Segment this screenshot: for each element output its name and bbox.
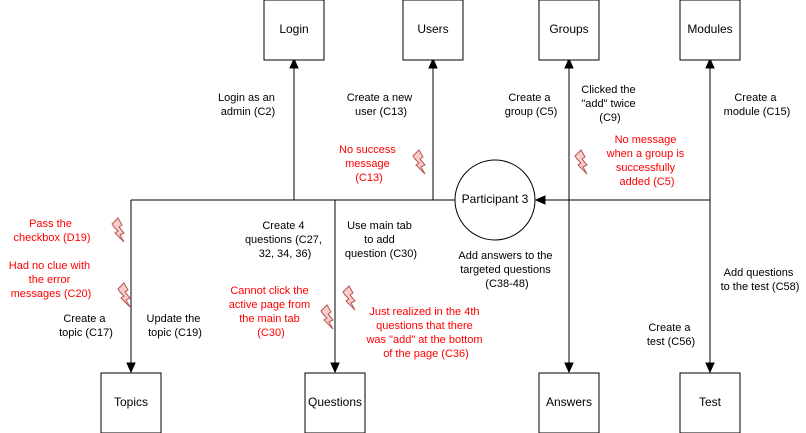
arrow-login: [289, 57, 299, 69]
edges: [130, 66, 711, 365]
issue-users: No success message (C13): [339, 144, 399, 184]
arrow-groups: [564, 57, 574, 69]
node-groups-box: [538, 0, 600, 61]
issue-labels: No success message (C13) No message when…: [9, 134, 688, 360]
node-groups-label: Groups: [549, 22, 588, 36]
node-participant-label: Participant 3: [462, 192, 529, 206]
action-modules: Create a module (C15): [724, 92, 791, 118]
arrow-modules: [705, 57, 715, 69]
node-modules-box: [679, 0, 741, 61]
lightning-icon: [574, 149, 588, 175]
action-topic-update: Update the topic (C19): [147, 313, 204, 339]
node-users-box: [402, 0, 464, 61]
arrowheads: [126, 57, 715, 374]
node-questions-box: [304, 372, 366, 433]
action-labels: Login as an admin (C2) Create a new user…: [59, 84, 799, 348]
issue-markers: [111, 149, 588, 330]
action-groups: Create a group (C5): [505, 92, 558, 118]
node-questions-label: Questions: [308, 395, 362, 409]
arrow-answers: [564, 362, 574, 374]
arrow-test: [705, 362, 715, 374]
issue-questions-active: Cannot click the active page from the ma…: [229, 285, 313, 339]
action-questions-create: Create 4 questions (C27, 32, 34, 36): [245, 220, 325, 260]
action-questions-tab: Use main tab to add question (C30): [345, 220, 417, 260]
lightning-icon: [342, 285, 356, 311]
node-modules-label: Modules: [687, 22, 732, 36]
action-login: Login as an admin (C2): [218, 92, 278, 118]
lightning-icon: [412, 149, 426, 175]
arrow-questions: [330, 362, 340, 374]
action-users: Create a new user (C13): [347, 92, 416, 118]
arrow-topics: [126, 362, 136, 374]
node-login-label: Login: [279, 22, 308, 36]
node-answers-label: Answers: [546, 395, 592, 409]
node-topics-label: Topics: [114, 395, 148, 409]
node-users-label: Users: [417, 22, 448, 36]
node-participant-circle: [454, 159, 536, 241]
lightning-icon: [117, 282, 131, 308]
arrow-participant: [534, 195, 546, 205]
lightning-icon: [320, 304, 334, 330]
issue-topics-checkbox: Pass the checkbox (D19): [13, 218, 90, 244]
action-test-questions: Add questions to the test (C58): [721, 267, 800, 293]
action-answers: Add answers to the targeted questions (C…: [458, 250, 555, 290]
node-login-box: [263, 0, 325, 61]
issue-questions-add: Just realized in the 4th questions that …: [365, 306, 485, 360]
lightning-icon: [111, 217, 125, 243]
node-test-label: Test: [699, 395, 722, 409]
action-test-create: Create a test (C56): [647, 322, 695, 348]
arrow-users: [428, 57, 438, 69]
node-test-box: [679, 372, 741, 433]
nodes: Login Users Groups Modules Participant 3…: [100, 0, 741, 433]
node-answers-box: [538, 372, 600, 433]
issue-topics-errors: Had no clue with the error messages (C20…: [9, 260, 93, 300]
action-groups-add: Clicked the "add" twice (C9): [581, 84, 638, 124]
issue-groups: No message when a group is successfully …: [606, 134, 688, 188]
node-topics-box: [100, 372, 162, 433]
action-topic-create: Create a topic (C17): [59, 313, 113, 339]
